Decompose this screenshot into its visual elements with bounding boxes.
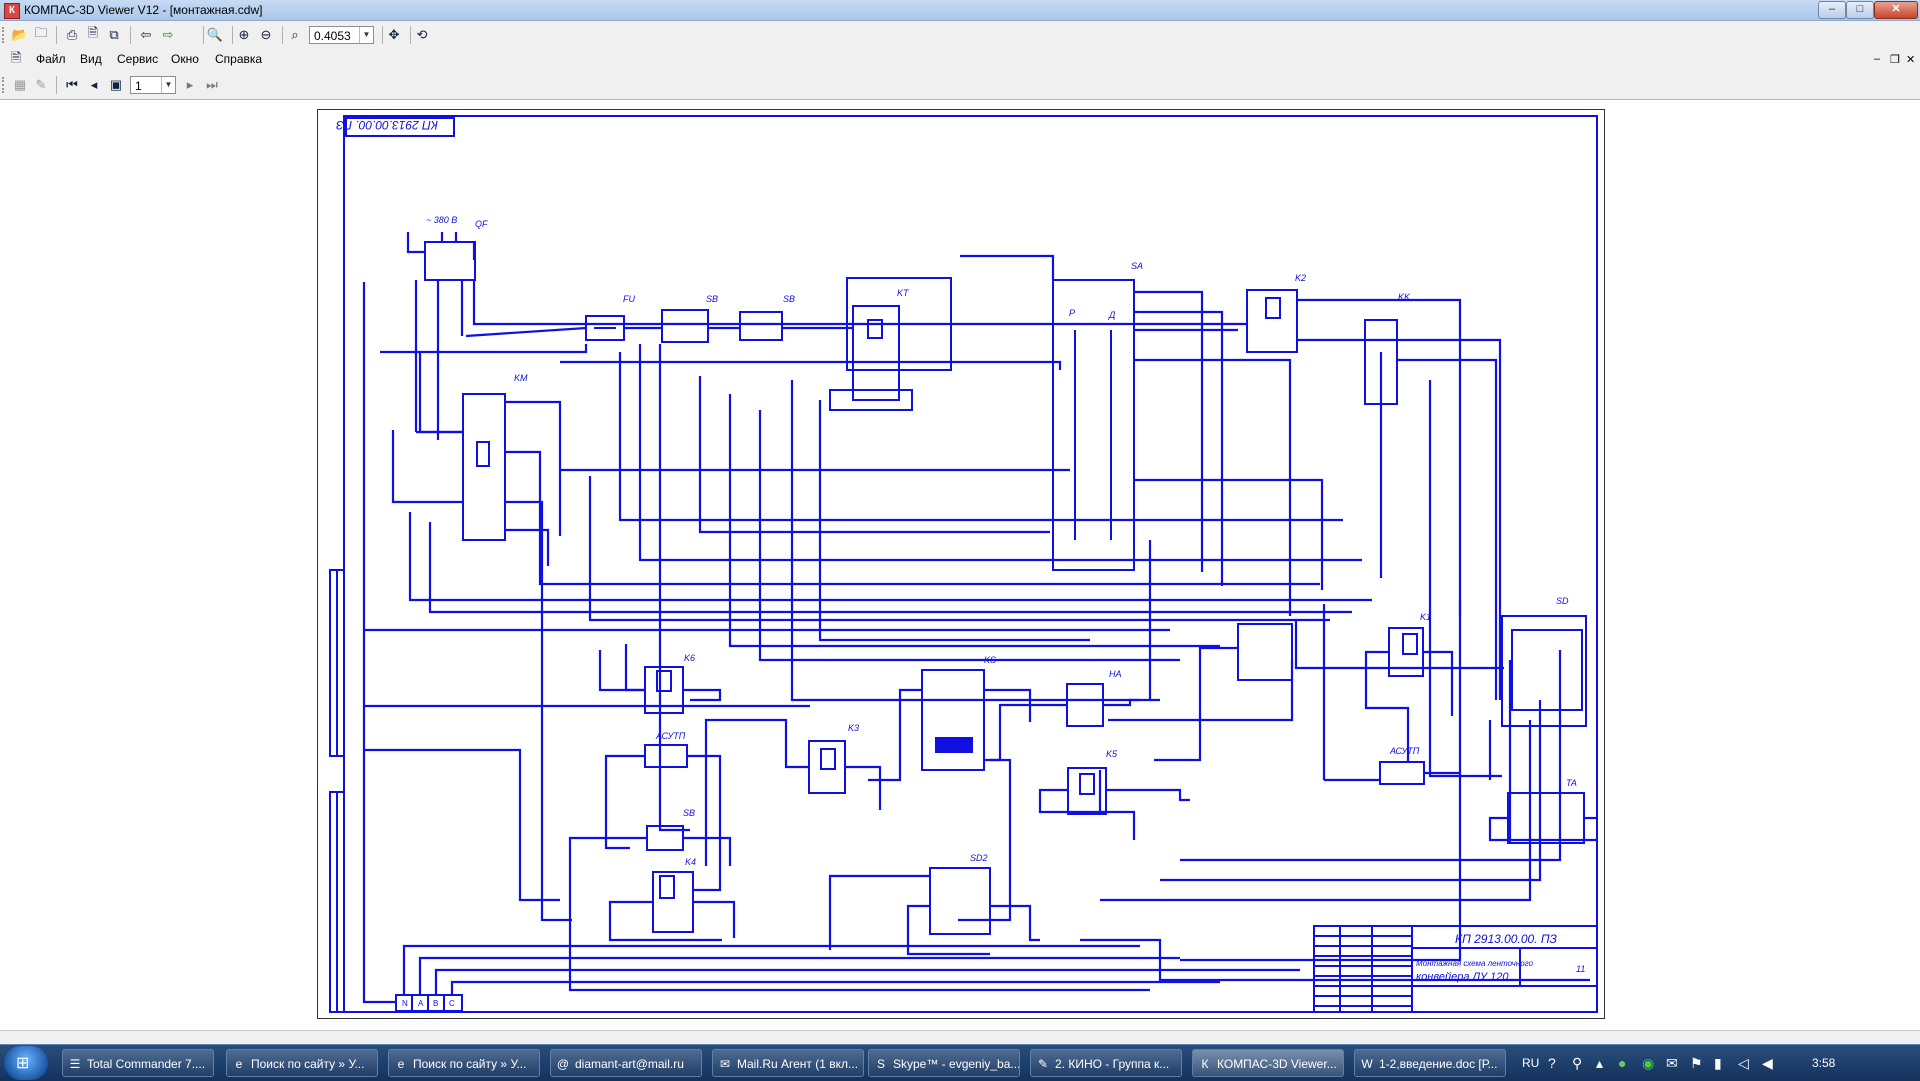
layers-icon[interactable]: ▦	[13, 77, 27, 92]
chevron-down-icon[interactable]: ▼	[161, 77, 175, 93]
zoom-combo[interactable]: 0.4053 ▼	[309, 26, 374, 44]
mdi-minimize-button[interactable]: –	[1874, 53, 1881, 65]
task-mailru-agent[interactable]: ✉ Mail.Ru Агент (1 вкл...	[712, 1049, 864, 1077]
pen-icon: ✎	[1037, 1057, 1049, 1071]
task-label: Поиск по сайту » У...	[413, 1057, 527, 1071]
refresh-icon[interactable]: ⟲	[416, 27, 428, 42]
last-page-icon[interactable]: ⏭	[206, 77, 218, 92]
zoom-in-icon[interactable]: ⊕	[238, 27, 250, 42]
start-button[interactable]: ⊞	[4, 1046, 48, 1080]
open-folder-icon[interactable]: 🗀	[34, 25, 48, 40]
menu-service[interactable]: Сервис	[117, 52, 159, 66]
ie-icon: e	[235, 1057, 243, 1071]
task-label: Skype™ - evgeniy_ba...	[893, 1057, 1020, 1071]
minimize-button[interactable]: –	[1818, 1, 1846, 19]
next-page-icon[interactable]: ▸	[186, 77, 194, 92]
kompas-app-icon[interactable]: К	[4, 3, 20, 19]
zoom-value: 0.4053	[314, 29, 351, 43]
flag-icon[interactable]: ⚑	[1690, 1055, 1703, 1071]
pages-icon[interactable]: ▣	[109, 77, 123, 92]
print-preview-icon[interactable]: 🗎	[87, 25, 99, 40]
open-file-icon[interactable]: 📂	[11, 27, 29, 42]
task-word-doc[interactable]: W 1-2,введение.doc [Р...	[1354, 1049, 1506, 1077]
task-label: 1-2,введение.doc [Р...	[1379, 1057, 1498, 1071]
tray-skype-icon[interactable]: ◉	[1642, 1055, 1655, 1071]
toolbar-separator	[410, 26, 411, 44]
sheet-border	[317, 109, 1605, 1019]
task-kino-group[interactable]: ✎ 2. КИНО - Группа к...	[1030, 1049, 1182, 1077]
task-total-commander[interactable]: ☰ Total Commander 7....	[62, 1049, 214, 1077]
mdi-restore-button[interactable]: ❐	[1890, 54, 1900, 66]
export-icon[interactable]: ⧉	[109, 27, 119, 42]
zoom-scale-icon[interactable]: ⌕	[291, 27, 299, 42]
toolbar-separator	[382, 26, 383, 44]
toolbar-separator	[282, 26, 283, 44]
mail-icon: @	[556, 1057, 570, 1071]
zoom-window-icon[interactable]: 🔍	[206, 27, 224, 42]
menu-bar: 🗎 Файл Вид Сервис Окно Справка – ❐ ✕	[0, 49, 1920, 71]
toolbar-grip[interactable]	[2, 27, 7, 43]
help-icon[interactable]: ?	[1548, 1055, 1556, 1071]
print-icon[interactable]: ⎙	[66, 27, 78, 42]
window-title: КОМПАС-3D Viewer V12 - [монтажная.cdw]	[24, 3, 263, 17]
task-label: КОМПАС-3D Viewer...	[1217, 1057, 1337, 1071]
first-page-icon[interactable]: ⏮	[66, 77, 78, 92]
taskbar: ⊞ ☰ Total Commander 7.... e Поиск по сайту…	[0, 1044, 1920, 1081]
menu-help[interactable]: Справка	[215, 52, 263, 66]
task-skype[interactable]: S Skype™ - evgeniy_ba...	[868, 1049, 1020, 1077]
task-mail[interactable]: @ diamant-art@mail.ru	[550, 1049, 702, 1077]
task-label: 2. КИНО - Группа к...	[1055, 1057, 1170, 1071]
maximize-button[interactable]: □	[1846, 1, 1874, 19]
tray-arrow-icon[interactable]: ▴	[1596, 1055, 1604, 1071]
kompas-icon: К	[1201, 1057, 1209, 1071]
main-toolbar: 📂 🗀 ⎙ 🗎 ⧉ ⇦ ⇨ 🔍 ⊕ ⊖ ⌕ 0.4053 ▼ ✥ ⟲	[0, 21, 1920, 49]
page-combo[interactable]: 1 ▼	[130, 76, 176, 94]
task-ie-search-1[interactable]: e Поиск по сайту » У...	[226, 1049, 378, 1077]
task-label: Поиск по сайту » У...	[251, 1057, 365, 1071]
prev-page-icon[interactable]: ◂	[90, 77, 98, 92]
speaker-icon[interactable]: ◁	[1738, 1055, 1749, 1071]
battery-icon[interactable]: ▮	[1714, 1055, 1722, 1071]
clock[interactable]: 3:58	[1812, 1056, 1836, 1070]
total-commander-icon: ☰	[69, 1057, 81, 1071]
language-indicator[interactable]: RU	[1522, 1056, 1540, 1070]
tray-app-icon[interactable]: ●	[1618, 1055, 1627, 1071]
toolbar-separator	[130, 26, 131, 44]
volume-icon[interactable]: ◀	[1762, 1055, 1773, 1071]
mdi-close-button[interactable]: ✕	[1906, 54, 1916, 66]
toolbar-separator	[56, 76, 57, 94]
windows-logo-icon: ⊞	[16, 1055, 30, 1072]
chevron-down-icon[interactable]: ▼	[359, 27, 373, 43]
task-ie-search-2[interactable]: e Поиск по сайту » У...	[388, 1049, 540, 1077]
toolbar-separator	[232, 26, 233, 44]
page-value: 1	[135, 79, 142, 93]
envelope-icon: ✉	[719, 1057, 731, 1071]
task-kompas-viewer[interactable]: К КОМПАС-3D Viewer...	[1192, 1049, 1344, 1077]
skype-icon: S	[876, 1057, 885, 1071]
close-button[interactable]: ✕	[1874, 1, 1918, 19]
toolbar-separator	[203, 26, 204, 44]
toolbar-separator	[56, 26, 57, 44]
ie-icon: e	[397, 1057, 405, 1071]
title-bar: К КОМПАС-3D Viewer V12 - [монтажная.cdw]…	[0, 0, 1920, 21]
document-icon[interactable]: 🗎	[10, 50, 22, 65]
network-icon[interactable]: ⚲	[1572, 1055, 1583, 1071]
page-toolbar: ▦ ✎ ⏮ ◂ ▣ 1 ▼ ▸ ⏭	[0, 71, 1920, 100]
forward-arrow-icon[interactable]: ⇨	[162, 27, 174, 42]
back-arrow-icon[interactable]: ⇦	[140, 27, 152, 42]
pencil-icon[interactable]: ✎	[35, 77, 47, 92]
menu-window[interactable]: Окно	[171, 52, 199, 66]
menu-view[interactable]: Вид	[80, 52, 102, 66]
toolbar-grip[interactable]	[2, 77, 7, 93]
word-icon: W	[1361, 1057, 1373, 1071]
task-label: Total Commander 7....	[87, 1057, 206, 1071]
tray-agent-icon[interactable]: ✉	[1666, 1055, 1678, 1071]
pan-icon[interactable]: ✥	[388, 27, 400, 42]
status-bar	[0, 1030, 1920, 1045]
task-label: diamant-art@mail.ru	[575, 1057, 684, 1071]
zoom-out-icon[interactable]: ⊖	[260, 27, 272, 42]
task-label: Mail.Ru Агент (1 вкл...	[737, 1057, 859, 1071]
menu-file[interactable]: Файл	[36, 52, 66, 66]
